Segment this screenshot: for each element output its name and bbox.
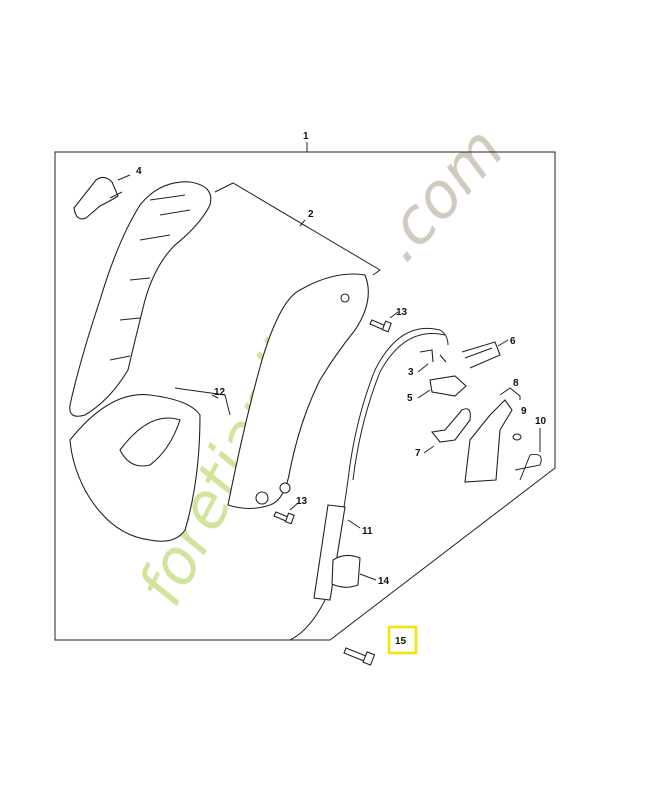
- leader-8: [499, 387, 521, 400]
- leader-3: [417, 363, 429, 373]
- part-7-lever: [430, 408, 471, 443]
- leader-4: [109, 174, 131, 199]
- part-12-housing: [69, 393, 201, 542]
- part-handle-left-half: [69, 181, 212, 417]
- cable-spring: [313, 504, 346, 601]
- hole: [340, 293, 350, 303]
- part-2-handle-right-half: [227, 273, 369, 510]
- leader-5: [417, 389, 431, 399]
- handle-ribs: [109, 194, 191, 361]
- leader-13b: [289, 502, 299, 511]
- callout-11[interactable]: 11: [362, 526, 373, 537]
- part-4-knob: [73, 176, 119, 220]
- hole: [255, 491, 269, 505]
- callout-13-upper[interactable]: 13: [396, 307, 408, 318]
- watermark-text-domain: .com: [362, 113, 518, 275]
- part-10-spring: [514, 454, 542, 481]
- part-15-screw: [343, 647, 376, 666]
- callout-12[interactable]: 12: [214, 387, 226, 398]
- hole: [279, 482, 291, 494]
- callout-15[interactable]: 15: [395, 636, 407, 647]
- part-13-screw-lower: [273, 511, 295, 525]
- callout-9[interactable]: 9: [521, 406, 527, 417]
- callout-8[interactable]: 8: [513, 378, 519, 389]
- housing-detail: [119, 417, 181, 467]
- leader-2: [214, 182, 381, 276]
- leader-6: [497, 339, 509, 347]
- highlight-box-15: [387, 625, 418, 655]
- leader-11: [347, 519, 361, 529]
- callout-7[interactable]: 7: [415, 448, 421, 459]
- callout-13-lower[interactable]: 13: [296, 496, 308, 507]
- callout-10[interactable]: 10: [535, 416, 547, 427]
- leader-13a: [389, 311, 399, 319]
- leader-12: [174, 387, 231, 416]
- part-9-pin: [512, 433, 522, 441]
- part-8-trigger: [464, 399, 513, 483]
- part-11-cable: [289, 327, 449, 641]
- part-6-clip: [461, 341, 501, 369]
- callout-5[interactable]: 5: [407, 393, 413, 404]
- part-3-wire: [419, 349, 447, 363]
- part-13-screw-upper: [369, 319, 392, 333]
- callout-3[interactable]: 3: [408, 367, 414, 378]
- callout-4[interactable]: 4: [136, 166, 142, 177]
- callout-2[interactable]: 2: [308, 209, 314, 220]
- callout-14[interactable]: 14: [378, 576, 390, 587]
- leader-7: [423, 445, 435, 454]
- part-5-switch: [429, 375, 467, 397]
- leader-14: [359, 573, 377, 581]
- kit-frame: [54, 151, 556, 641]
- callout-6[interactable]: 6: [510, 336, 516, 347]
- part-14-sleeve: [331, 554, 361, 588]
- callout-1[interactable]: 1: [303, 131, 309, 142]
